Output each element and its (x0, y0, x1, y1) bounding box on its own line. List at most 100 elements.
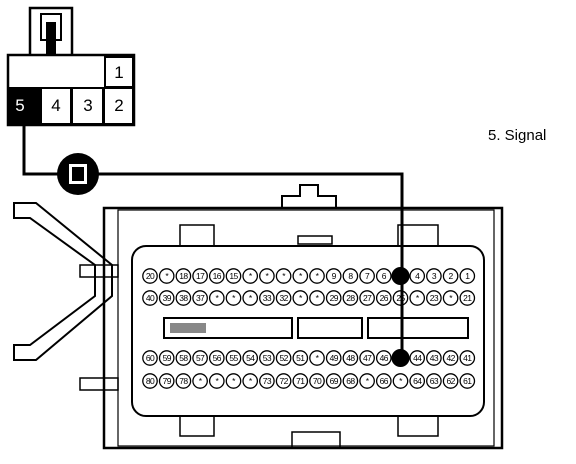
pin-0-5-label: 15 (229, 271, 238, 281)
pin-2-9-label: 51 (296, 353, 305, 363)
pin-2-11-label: 49 (330, 353, 339, 363)
pin-0-9-label: * (299, 271, 303, 281)
pin-1-13-circle (359, 290, 375, 306)
pin-2-13-circle (359, 350, 375, 366)
pin-2-6-circle (242, 350, 259, 366)
wire-segment-left (22, 124, 58, 176)
pin-2-19-circle (459, 350, 476, 366)
pin-2-0-circle (142, 350, 158, 366)
pin-2-15-label: 45 (396, 353, 405, 363)
pin-0-18-circle (442, 268, 459, 284)
pin-1-13-label: 27 (363, 293, 372, 303)
pin-3-5-circle (225, 373, 242, 389)
pin-0-11-label: 9 (332, 271, 337, 281)
pin-0-5-circle (225, 268, 242, 284)
pin-2-11-circle (325, 350, 342, 366)
pin-1-8-circle (275, 290, 292, 306)
pin-3-6-label: * (249, 376, 253, 386)
pin-3-9-label: 71 (296, 376, 305, 386)
center-slot-right (367, 317, 469, 339)
signal-label: 5. Signal (488, 127, 546, 144)
pin-0-2-circle (175, 268, 192, 284)
pin-1-9-label: * (299, 293, 303, 303)
pin-1-14-circle (375, 290, 392, 306)
pin-3-10-label: 70 (313, 376, 322, 386)
pin-0-3-circle (192, 268, 208, 284)
pin-2-7-label: 53 (263, 353, 272, 363)
pin-3-14-label: 66 (380, 376, 389, 386)
pin-2-4-circle (208, 350, 225, 366)
pin-1-17-circle (426, 290, 442, 306)
pin-1-10-circle (309, 290, 325, 306)
bottom-key (291, 431, 341, 448)
pin-3-19-label: 61 (463, 376, 472, 386)
cell-2 (103, 87, 134, 125)
pin-0-17-circle (426, 268, 442, 284)
pin-1-5-label: * (232, 293, 236, 303)
pin-2-2-circle (175, 350, 192, 366)
latch-tab (46, 22, 56, 56)
cell-4-label: 4 (51, 96, 60, 115)
pin-3-12-circle (342, 373, 359, 389)
pin-0-0-label: 20 (146, 271, 155, 281)
latch-guide-bottom (79, 377, 119, 391)
pin-1-11-circle (325, 290, 342, 306)
pin-1-3-label: 37 (196, 293, 205, 303)
pin-3-3-circle (192, 373, 208, 389)
pin-1-1-label: 39 (163, 293, 172, 303)
pin-3-15-label: * (399, 376, 403, 386)
top-key (281, 184, 337, 208)
pin-3-5-label: * (232, 376, 236, 386)
pin-1-6-label: * (249, 293, 253, 303)
pin-0-9-circle (292, 268, 309, 284)
pin-1-2-label: 38 (179, 293, 188, 303)
pin-1-19-circle (459, 290, 476, 306)
pin-1-12-circle (342, 290, 359, 306)
pin-2-16-circle (409, 350, 426, 366)
pin-1-7-label: 33 (263, 293, 272, 303)
pin-0-17-label: 3 (432, 271, 437, 281)
pin-1-10-label: * (316, 293, 320, 303)
pin-0-19-label: 1 (465, 271, 470, 281)
splice-core (72, 167, 84, 181)
pin-1-16-label: * (416, 293, 420, 303)
pin-0-0-circle (142, 268, 158, 284)
signal-wire (22, 124, 404, 357)
pin-3-3-label: * (199, 376, 203, 386)
pin-3-4-label: * (215, 376, 219, 386)
pin-2-5-circle (225, 350, 242, 366)
pin-0-19-circle (459, 268, 476, 284)
pin-2-10-circle (309, 350, 325, 366)
pin-1-17-label: 23 (430, 293, 439, 303)
pin-3-16-label: 64 (413, 376, 422, 386)
pin-3-18-label: 62 (446, 376, 455, 386)
pin-0-10-circle (309, 268, 325, 284)
center-slot-middle (297, 317, 363, 339)
pin-1-18-label: * (449, 293, 453, 303)
pin-1-8-label: 32 (279, 293, 288, 303)
pin-1-0-label: 40 (146, 293, 155, 303)
pin-2-9-circle (292, 350, 309, 366)
center-slot-left (163, 317, 293, 339)
pin-0-8-circle (275, 268, 292, 284)
pin-3-17-label: 63 (430, 376, 439, 386)
pin-0-13-circle (359, 268, 375, 284)
pin-0-18-label: 2 (449, 271, 454, 281)
pin-2-1-label: 59 (163, 353, 172, 363)
pin-0-14-circle (375, 268, 392, 284)
cell-1-label: 1 (114, 63, 123, 82)
pin-1-7-circle (259, 290, 275, 306)
pin-0-10-label: * (316, 271, 320, 281)
center-slot-fill (170, 323, 206, 333)
cell-1 (104, 56, 134, 88)
pin-3-15-circle (392, 373, 409, 389)
pin-0-1-label: * (165, 271, 169, 281)
pin-1-3-circle (192, 290, 208, 306)
pin-2-12-circle (342, 350, 359, 366)
pin-1-12-label: 28 (346, 293, 355, 303)
pin-0-12-circle (342, 268, 359, 284)
cell-2-label: 2 (114, 96, 123, 115)
small-connector: 1 5 4 3 2 (6, 6, 136, 127)
pin-2-10-label: * (316, 353, 320, 363)
